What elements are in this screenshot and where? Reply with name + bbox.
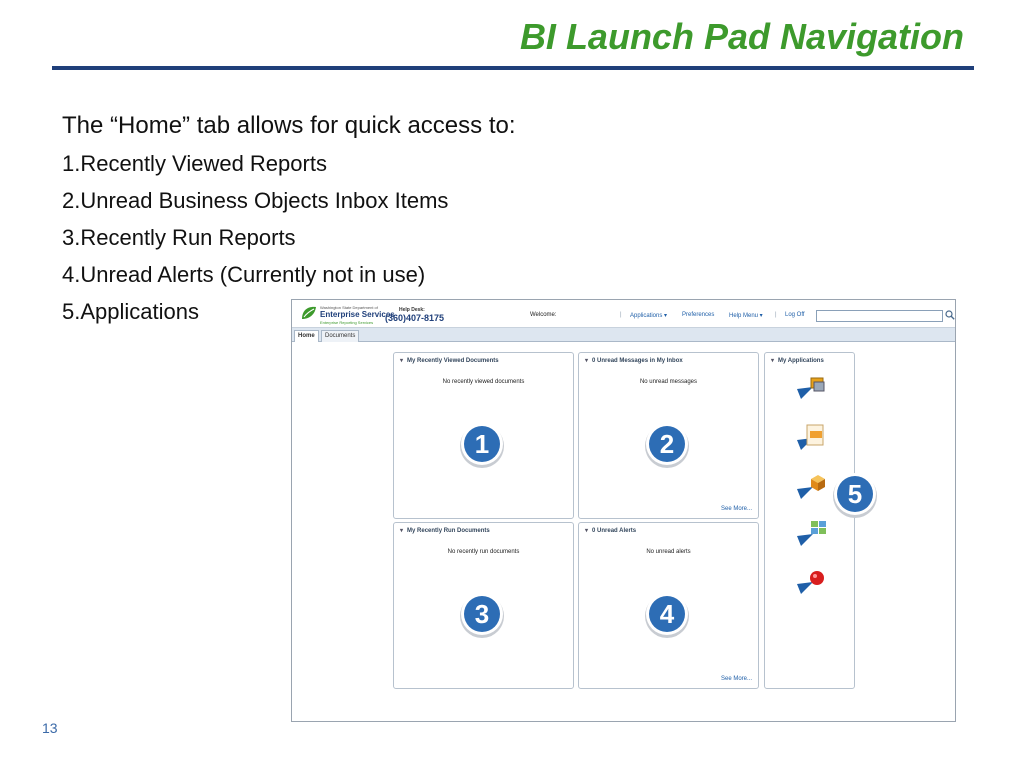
badge-number: 2 [660, 429, 674, 459]
badge-number: 4 [660, 599, 675, 629]
inbox-panel: 0 Unread Messages in My Inbox No unread … [578, 352, 759, 519]
search-input[interactable] [816, 310, 943, 322]
recently-viewed-panel: My Recently Viewed Documents No recently… [393, 352, 574, 519]
tab-home[interactable]: Home [294, 330, 319, 342]
logo-subtitle: Enterprise Reporting Services [320, 320, 374, 325]
panel-message: No unread alerts [646, 549, 691, 555]
help-desk-label: Help Desk: [399, 307, 425, 313]
search-icon[interactable] [945, 310, 955, 320]
numbered-circle-icon: 4 [645, 593, 689, 638]
logo-department: Washington State Department of [320, 305, 378, 310]
intro-text: The “Home” tab allows for quick access t… [62, 112, 516, 139]
app-header: Washington State Department of Enterpris… [292, 300, 955, 328]
recently-run-panel: My Recently Run Documents No recently ru… [393, 522, 574, 689]
badge-number: 5 [848, 479, 862, 509]
alert-pin-icon[interactable] [795, 569, 829, 597]
panel-title[interactable]: My Recently Viewed Documents [400, 357, 499, 364]
panel-message: No recently run documents [447, 549, 520, 555]
panel-title[interactable]: My Applications [771, 357, 824, 364]
feature-list: 1.Recently Viewed Reports 2.Unread Busin… [62, 150, 448, 335]
list-item: 5.Applications [62, 299, 199, 324]
list-item: 3.Recently Run Reports [62, 225, 296, 250]
panel-message: No unread messages [639, 379, 698, 385]
cmc-app-icon[interactable] [795, 375, 829, 403]
title-rule [52, 66, 974, 70]
badge-number: 3 [475, 599, 489, 629]
help-desk-phone: (360)407-8175 [385, 313, 445, 323]
welcome-text: Welcome: [530, 312, 557, 318]
numbered-circle-icon: 2 [645, 423, 689, 468]
help-menu[interactable]: Help Menu ▾ [729, 313, 763, 319]
list-item: 1.Recently Viewed Reports [62, 151, 327, 176]
log-off-link[interactable]: Log Off [785, 312, 805, 318]
universe-cube-icon[interactable] [795, 473, 829, 501]
module-grid-icon[interactable] [795, 519, 829, 547]
page-number: 13 [42, 720, 58, 736]
applications-panel: My Applications [764, 352, 855, 689]
nav-separator: | [775, 312, 777, 318]
list-item: 4.Unread Alerts (Currently not in use) [62, 262, 426, 287]
see-more-link[interactable]: See More... [720, 506, 752, 512]
numbered-circle-icon: 3 [460, 593, 504, 638]
panel-title[interactable]: 0 Unread Alerts [585, 527, 636, 534]
web-intelligence-icon[interactable] [795, 423, 829, 451]
list-item: 2.Unread Business Objects Inbox Items [62, 188, 449, 213]
leaf-logo-icon [302, 306, 316, 319]
tab-documents[interactable]: Documents [321, 330, 360, 342]
numbered-circle-icon: 1 [460, 423, 504, 468]
tab-bar: Home Documents [292, 328, 955, 342]
see-more-link[interactable]: See More... [720, 676, 752, 682]
panel-message: No recently viewed documents [442, 379, 525, 385]
panel-title[interactable]: 0 Unread Messages in My Inbox [585, 357, 683, 364]
badge-number: 1 [475, 429, 489, 459]
preferences-link[interactable]: Preferences [682, 312, 715, 318]
nav-separator: | [620, 312, 622, 318]
alerts-panel: 0 Unread Alerts No unread alerts 4 See M… [578, 522, 759, 689]
numbered-circle-icon: 5 [833, 473, 877, 518]
applications-menu[interactable]: Applications ▾ [630, 313, 668, 319]
slide-title: BI Launch Pad Navigation [519, 16, 964, 57]
logo-title: Enterprise Services [320, 310, 395, 319]
panel-title[interactable]: My Recently Run Documents [400, 527, 490, 534]
